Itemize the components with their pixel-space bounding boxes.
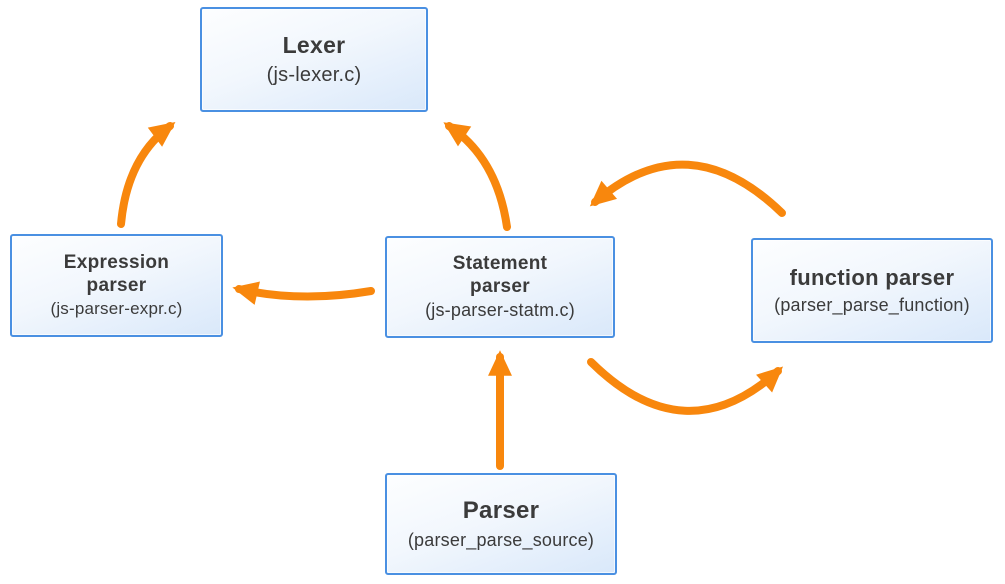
arrow-statement-parser-to-expression-parser [232, 281, 375, 305]
node-expression-parser-title: Expression parser [63, 251, 170, 297]
node-statement-parser: Statement parser (js-parser-statm.c) [385, 236, 615, 338]
arrow-function-parser-to-statement-parser [589, 160, 786, 217]
node-lexer: Lexer (js-lexer.c) [200, 7, 428, 112]
node-statement-parser-title: Statement parser [452, 252, 548, 298]
node-expression-parser: Expression parser (js-parser-expr.c) [10, 234, 223, 337]
arrow-expression-parser-to-lexer [117, 121, 176, 228]
node-lexer-subtitle: (js-lexer.c) [266, 64, 362, 87]
node-parser: Parser (parser_parse_source) [385, 473, 617, 575]
node-function-parser-title: function parser [789, 265, 955, 291]
node-function-parser-subtitle: (parser_parse_function) [774, 294, 970, 315]
node-parser-subtitle: (parser_parse_source) [407, 529, 595, 550]
arrow-statement-parser-to-lexer [443, 122, 511, 231]
node-function-parser: function parser (parser_parse_function) [751, 238, 993, 343]
node-expression-parser-subtitle: (js-parser-expr.c) [50, 299, 183, 319]
node-lexer-title: Lexer [282, 31, 346, 58]
node-statement-parser-subtitle: (js-parser-statm.c) [425, 300, 575, 321]
arrow-statement-parser-to-function-parser [587, 358, 784, 415]
node-parser-title: Parser [462, 496, 540, 524]
